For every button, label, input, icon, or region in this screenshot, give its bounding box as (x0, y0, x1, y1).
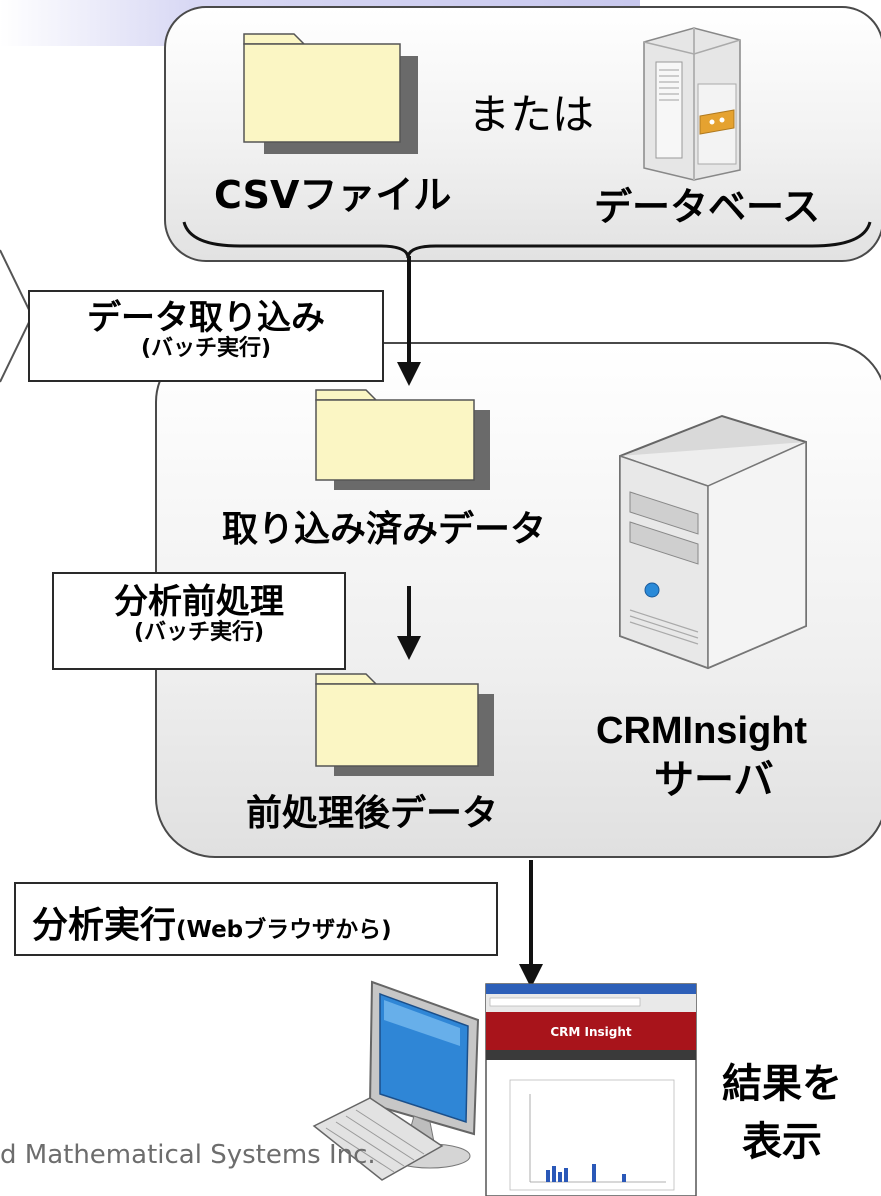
import-step-note: (バッチ実行) (140, 336, 272, 362)
database-label: データベース (594, 185, 821, 229)
import-arrow (397, 256, 421, 386)
analyze-step-note: (Webブラウザから) (176, 917, 392, 943)
server-name-line1: CRMInsight (596, 710, 808, 752)
server-name-line2: サーバ (654, 757, 774, 803)
tower-server-icon (619, 414, 807, 670)
desktop-computer-icon (312, 980, 480, 1181)
import-step-box: データ取り込み (バッチ実行) (28, 290, 384, 382)
or-label: または (468, 90, 595, 139)
web-screenshot-thumbnail: CRM Insight (485, 983, 697, 1196)
analyze-step-label: 分析実行 (32, 905, 177, 946)
source-merge-brace (182, 221, 872, 259)
result-label-line1: 結果を (722, 1061, 842, 1107)
preprocess-step-note: (バッチ実行) (133, 620, 265, 646)
analyze-step-box: 分析実行(Webブラウザから) (14, 882, 498, 956)
analyze-arrow (519, 860, 543, 988)
folder-icon (243, 33, 418, 154)
copyright-footer: d Mathematical Systems Inc. (0, 1140, 376, 1170)
preprocess-step-label: 分析前処理 (114, 582, 284, 622)
thumbnail-title: CRM Insight (550, 1025, 632, 1039)
folder-icon (315, 673, 494, 776)
result-label-line2: 表示 (742, 1119, 822, 1165)
preprocess-arrow (397, 586, 421, 660)
csv-file-label: CSVファイル (214, 173, 452, 217)
preprocess-step-box: 分析前処理 (バッチ実行) (52, 572, 346, 670)
imported-data-label: 取り込み済みデータ (222, 509, 547, 550)
import-step-label: データ取り込み (87, 298, 325, 338)
preprocessed-data-label: 前処理後データ (246, 793, 499, 834)
database-server-icon (643, 27, 741, 181)
folder-icon (315, 389, 490, 490)
